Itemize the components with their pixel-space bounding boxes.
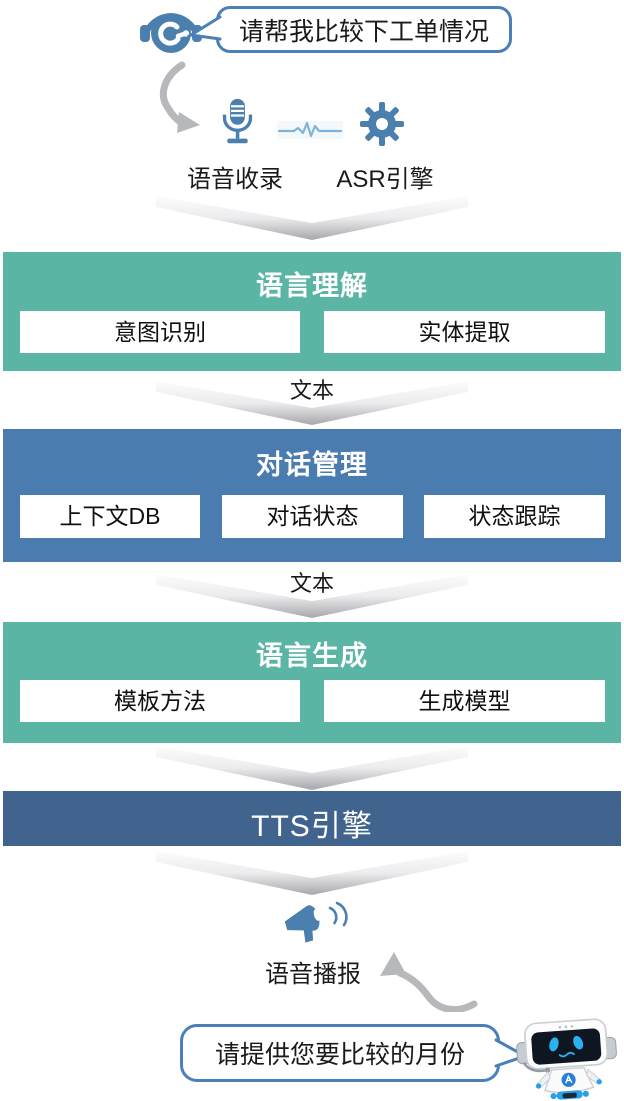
user-speech-bubble: 请帮我比较下工单情况 [216, 6, 512, 53]
stage-nlu: 语言理解 意图识别 实体提取 [3, 252, 621, 371]
stage-nlg-title: 语言生成 [256, 641, 368, 671]
stage-tts-title: TTS引擎 [251, 810, 373, 843]
megaphone-icon [284, 901, 348, 943]
stage-dm: 对话管理 上下文DB 对话状态 状态跟踪 [3, 429, 621, 562]
user-bubble-tail [186, 15, 222, 41]
agent-headset-icon [140, 13, 202, 53]
voice-broadcast-label: 语音播报 [265, 961, 361, 988]
user-speech-bubble-text: 请帮我比较下工单情况 [238, 17, 489, 46]
bot-speech-bubble-text: 请提供您要比较的月份 [214, 1041, 465, 1069]
stage-dm-item-state-tracking: 状态跟踪 [424, 495, 605, 538]
stage-dm-item-context-db: 上下文DB [20, 495, 200, 538]
stage-dm-title: 对话管理 [256, 450, 368, 480]
voice-capture-label: 语音收录 [187, 166, 283, 193]
waveform-icon [277, 121, 343, 139]
stage-nlu-item-entity: 实体提取 [324, 311, 605, 353]
connector-text-label-2: 文本 [289, 571, 334, 596]
asr-engine-label: ASR引擎 [336, 166, 434, 193]
flow-arrow-down [156, 381, 468, 425]
curved-arrow-up-icon [380, 952, 478, 1012]
bot-speech-bubble: 请提供您要比较的月份 [180, 1024, 500, 1082]
flow-arrow-down [156, 746, 468, 790]
flow-arrow-down [156, 574, 468, 618]
stage-dm-item-dialog-state: 对话状态 [222, 495, 403, 538]
stage-tts: TTS引擎 [3, 791, 621, 846]
gear-icon [360, 102, 404, 146]
connector-text-label-1: 文本 [289, 378, 334, 403]
stage-nlg-item-generative: 生成模型 [324, 680, 605, 722]
microphone-icon [222, 98, 253, 144]
stage-nlg-item-template: 模板方法 [20, 680, 300, 722]
robot-icon [516, 1018, 617, 1100]
curved-arrow-down-icon [160, 61, 200, 133]
flow-arrow-down [156, 851, 468, 895]
stage-nlg: 语言生成 模板方法 生成模型 [3, 622, 621, 743]
stage-nlu-title: 语言理解 [256, 271, 368, 301]
flow-arrow-down [156, 196, 468, 240]
stage-nlu-item-intent: 意图识别 [20, 311, 300, 353]
